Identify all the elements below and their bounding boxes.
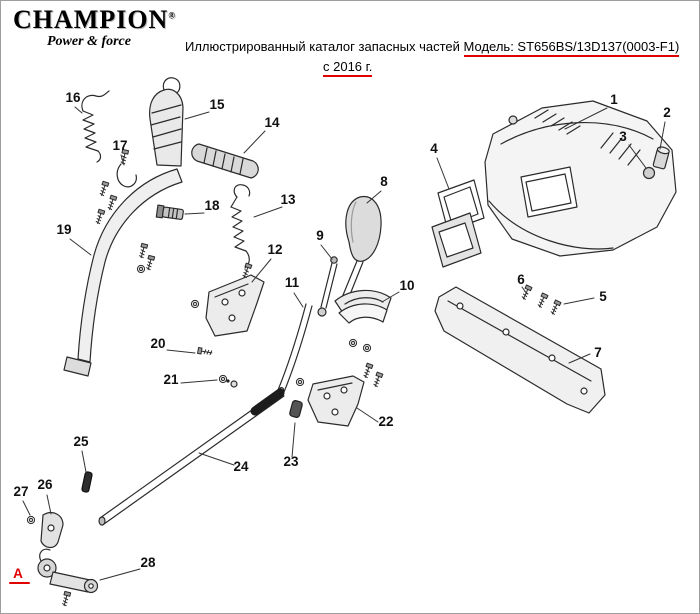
callout-13: 13: [280, 192, 296, 207]
callout-9: 9: [316, 228, 324, 243]
model-year: с 2016 г.: [323, 58, 373, 77]
part-grip: [191, 143, 259, 179]
callout-17: 17: [112, 138, 127, 153]
part-bracket-22: [295, 362, 384, 427]
brand-name: CHAMPION: [13, 5, 169, 34]
callout-28: 28: [140, 555, 156, 570]
brand-wordmark: CHAMPION®: [13, 5, 175, 34]
callout-2: 2: [663, 105, 671, 120]
part-fuel-cap: [652, 146, 670, 170]
part-bracket-12: [190, 262, 265, 337]
callout-26: 26: [37, 477, 53, 492]
part-handlebar: [63, 168, 183, 377]
part-shift-knob: [340, 195, 382, 303]
catalog-title-block: Иллюстрированный каталог запасных частей…: [185, 37, 695, 77]
leader-lines: [9, 106, 666, 584]
callout-8: 8: [380, 174, 388, 189]
part-bushing: [289, 400, 303, 418]
part-screw-20: [196, 346, 213, 357]
callout-25: 25: [73, 434, 89, 449]
callout-18: 18: [204, 198, 220, 213]
callout-5: 5: [599, 289, 607, 304]
callout-numbers: 1 2 3 4 5 6 7 8 9 10 11 12 13 14 15 16 1…: [13, 90, 671, 581]
part-panel-bolts: [520, 284, 562, 316]
part-side-panels: [431, 179, 485, 268]
part-spring-upper: [81, 90, 110, 163]
part-cable-clamp: [94, 148, 137, 225]
part-upper-handle: [149, 77, 184, 167]
part-curved-rod: [277, 303, 313, 395]
callout-a: A: [13, 566, 23, 581]
callout-21: 21: [163, 372, 179, 387]
part-bolt-18: [155, 204, 184, 220]
callout-6: 6: [517, 272, 525, 287]
callout-10: 10: [399, 278, 414, 293]
catalog-title-line1: Иллюстрированный каталог запасных частей…: [185, 37, 695, 57]
callout-20: 20: [150, 336, 165, 351]
part-shift-guide: [334, 289, 392, 353]
callout-12: 12: [267, 242, 282, 257]
callout-24: 24: [233, 459, 249, 474]
callout-22: 22: [378, 414, 393, 429]
part-crank: [37, 548, 99, 608]
callout-27: 27: [13, 484, 28, 499]
champion-logo: CHAMPION® Power & force: [13, 5, 175, 50]
catalog-title-text: Иллюстрированный каталог запасных частей: [185, 39, 460, 54]
callout-16: 16: [65, 90, 81, 105]
callout-3: 3: [619, 129, 627, 144]
callout-14: 14: [264, 115, 280, 130]
callout-23: 23: [283, 454, 299, 469]
part-plug: [642, 166, 656, 180]
model-code: Модель: ST656BS/13D137(0003-F1): [463, 39, 680, 57]
part-long-rod: [98, 388, 285, 526]
part-frame-bracket: [434, 286, 606, 414]
callout-4: 4: [430, 141, 438, 156]
part-link-26-27: [26, 512, 64, 549]
part-fasteners-21: [218, 374, 238, 388]
part-spring-lower: [230, 184, 251, 269]
part-shift-rod: [317, 256, 338, 317]
part-engine-cover: [484, 100, 677, 257]
callout-11: 11: [285, 275, 300, 290]
catalog-title-line2: с 2016 г.: [185, 57, 695, 77]
callout-19: 19: [56, 222, 71, 237]
brand-tagline: Power & force: [47, 34, 131, 49]
callout-15: 15: [209, 97, 225, 112]
part-pin-25: [81, 471, 93, 493]
registered-mark-icon: ®: [168, 10, 176, 21]
callout-7: 7: [594, 345, 602, 360]
callout-1: 1: [610, 92, 618, 107]
